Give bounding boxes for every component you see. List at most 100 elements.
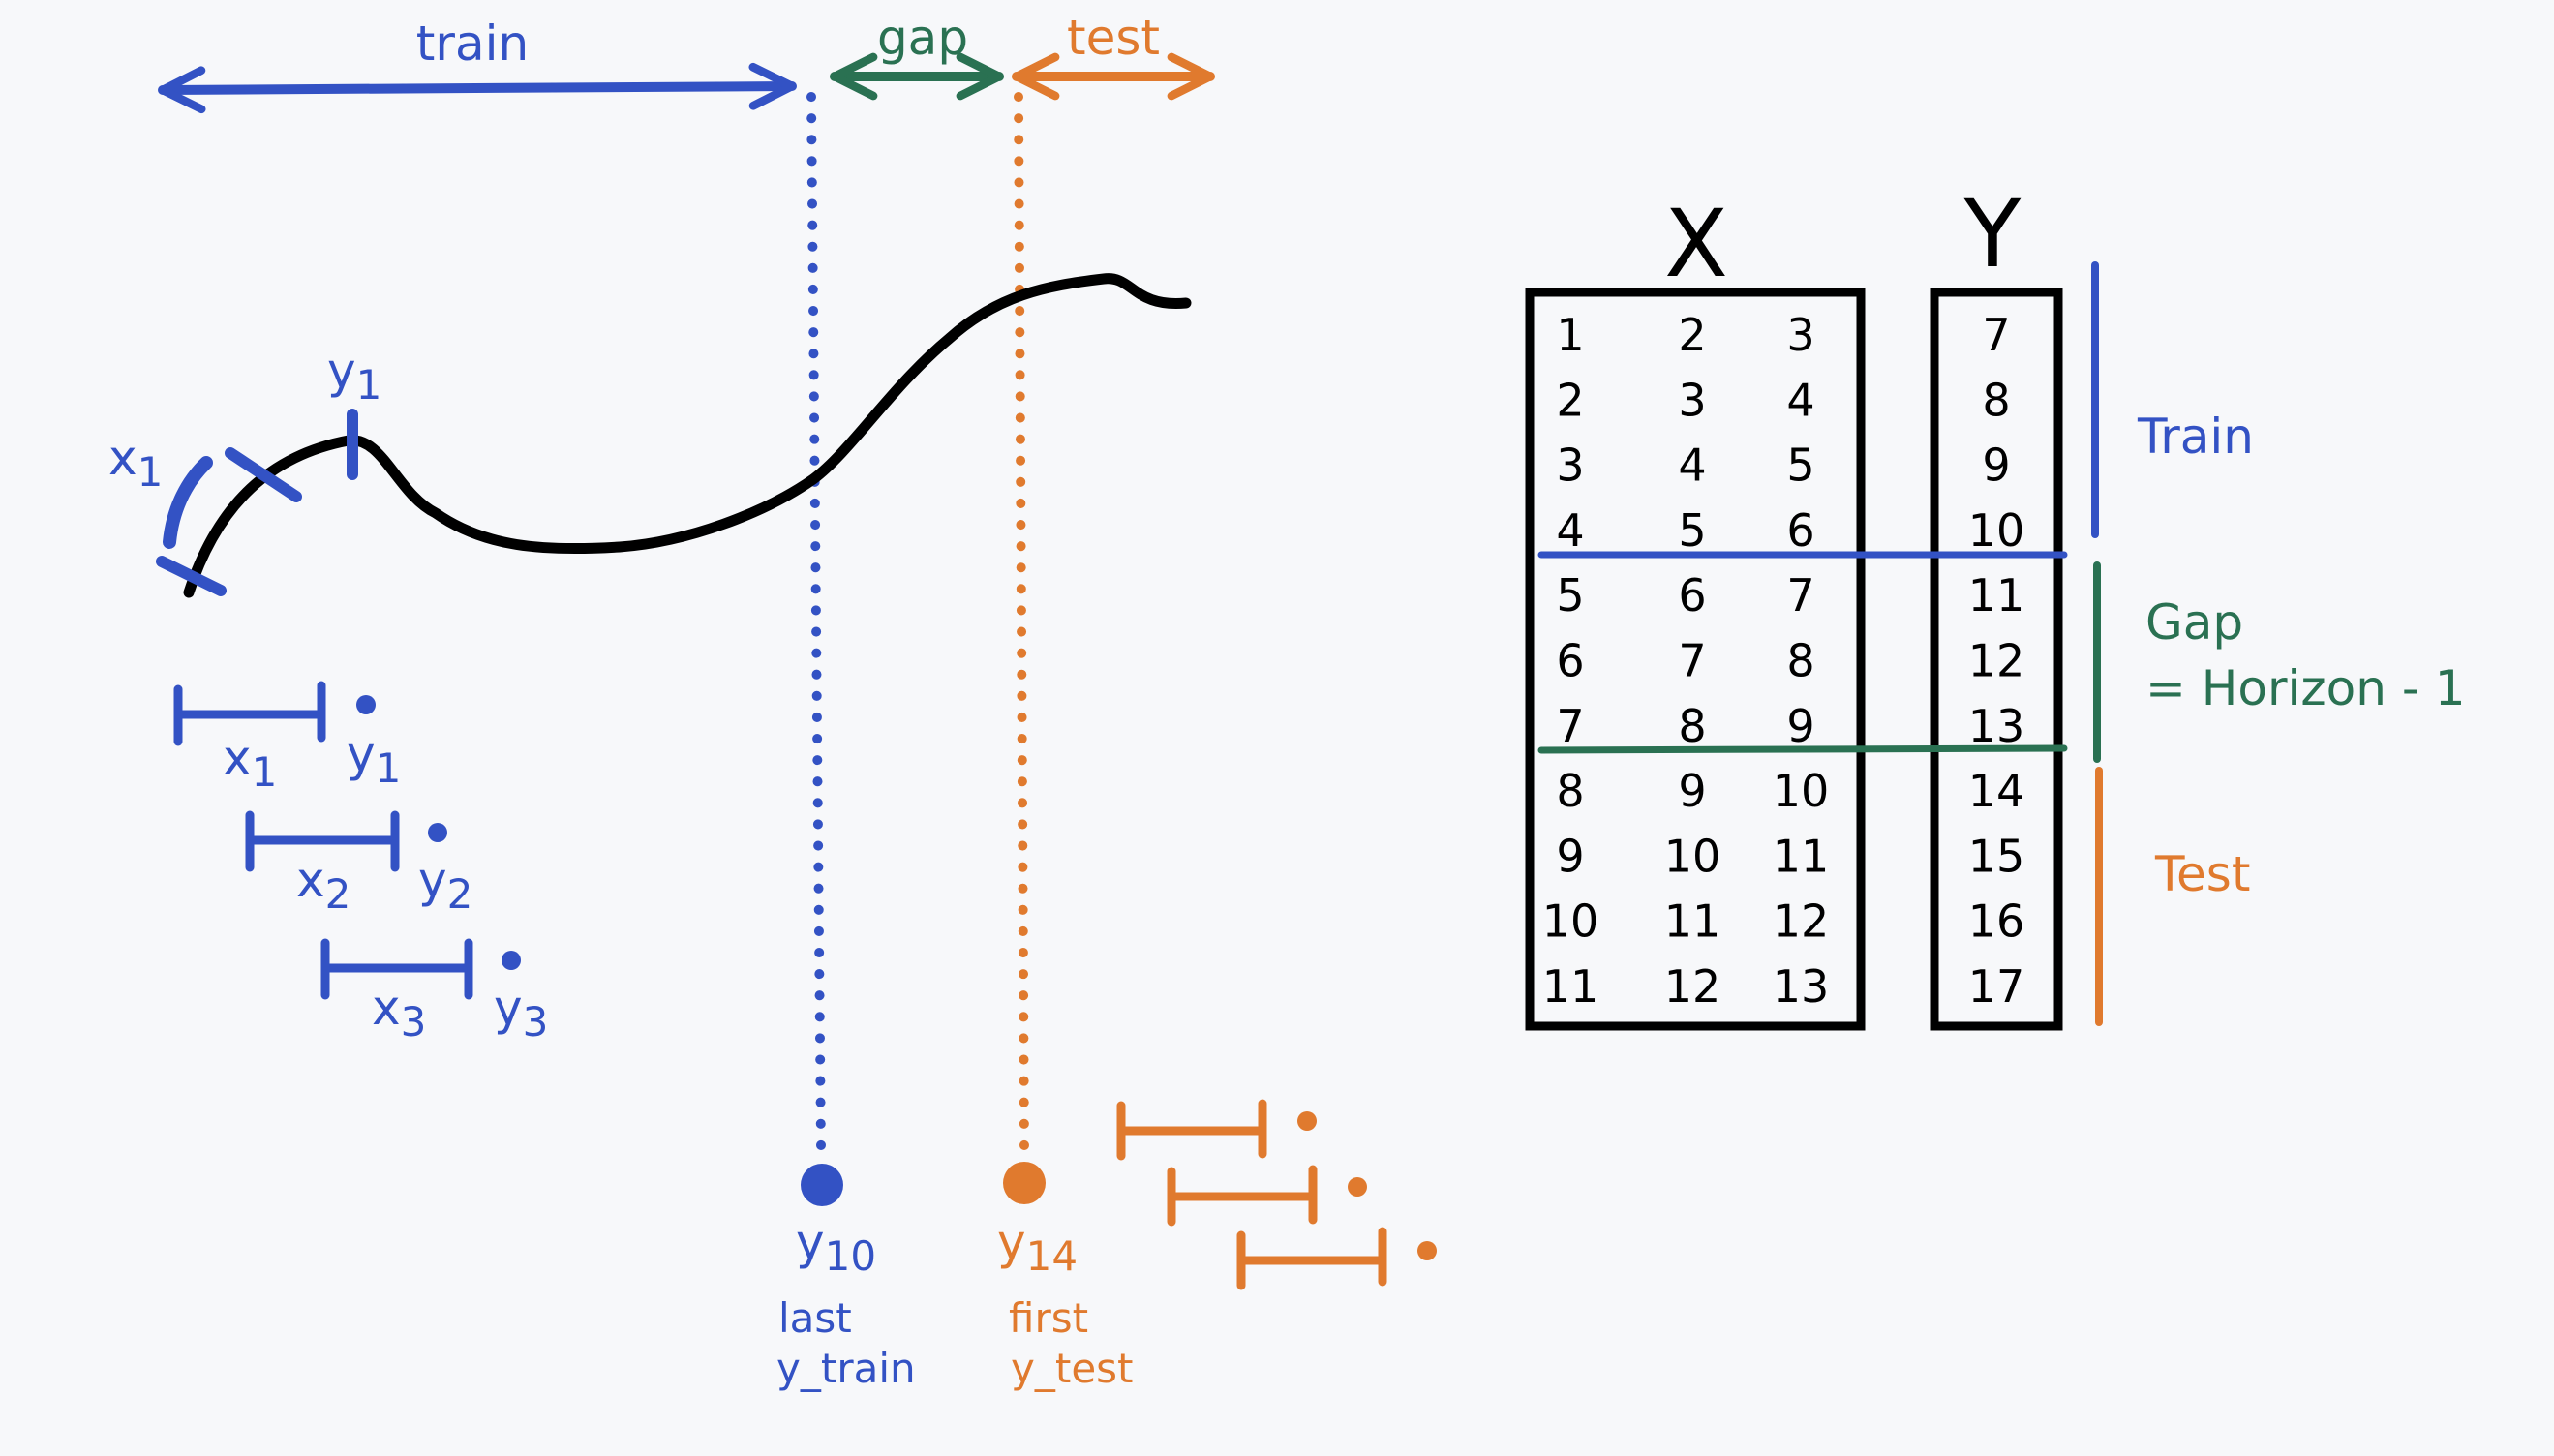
y14-label: y14	[997, 1214, 1078, 1280]
first-test-caption-line2: y_test	[1011, 1345, 1134, 1392]
x-cell: 8	[1556, 765, 1584, 817]
table-row: 8 9 10 14	[1556, 765, 2024, 817]
x-cell: 2	[1678, 309, 1706, 361]
x-cell: 4	[1678, 440, 1706, 492]
table-row: 9 10 11 15	[1556, 830, 2024, 882]
table-row: 2 3 4 8	[1556, 374, 2010, 426]
y-cell: 16	[1968, 895, 2025, 948]
x-cell: 4	[1556, 504, 1584, 557]
gap-segment-formula: = Horizon - 1	[2145, 660, 2466, 716]
table-row: 1 2 3 7	[1556, 309, 2010, 361]
y-cell: 10	[1968, 504, 2025, 557]
last-train-caption-line1: last	[778, 1294, 852, 1342]
x-cell: 11	[1664, 895, 1721, 948]
first-test-dot	[1003, 1162, 1046, 1204]
segment-legend: Train Gap = Horizon - 1 Test	[2091, 261, 2466, 1026]
y10-label: y10	[796, 1214, 876, 1280]
time-series-curve	[183, 273, 1192, 598]
train-windows: x1 y1 x2 y2 x3 y3	[173, 681, 548, 1046]
last-train-marker: y10 last y_train	[776, 1164, 916, 1392]
test-window-3	[1236, 1227, 1437, 1290]
x-cell: 5	[1556, 569, 1584, 622]
x-cell: 9	[1556, 830, 1584, 882]
x-cell: 1	[1556, 309, 1584, 361]
x-cell: 3	[1786, 309, 1814, 361]
y-cell: 9	[1982, 440, 2010, 492]
window-3-y-label: y3	[494, 980, 548, 1046]
gap-test-divider	[1537, 744, 2068, 754]
x1-curve-label: x1	[108, 430, 163, 496]
y-cell: 15	[1968, 830, 2025, 882]
y-cell: 12	[1968, 635, 2025, 687]
table-row: 6 7 8 12	[1556, 635, 2024, 687]
train-segment-label: Train	[2137, 409, 2254, 465]
gap-segment-label: Gap	[2145, 594, 2243, 651]
test-windows	[1116, 1099, 1437, 1290]
window-1-x-label: x1	[223, 730, 277, 796]
y-cell: 7	[1982, 309, 2010, 361]
x-column-header: X	[1664, 190, 1728, 298]
x-matrix-box	[1525, 288, 1866, 1031]
x-cell: 12	[1664, 960, 1721, 1013]
x-cell: 11	[1773, 830, 1830, 882]
x-cell: 6	[1786, 504, 1814, 557]
x-cell: 2	[1556, 374, 1584, 426]
curve-annotations: x1 y1	[108, 343, 381, 596]
x1-end-tick	[225, 447, 302, 502]
x-cell: 10	[1542, 895, 1599, 948]
x-cell: 9	[1678, 765, 1706, 817]
x-cell: 12	[1773, 895, 1830, 948]
x-cell: 7	[1678, 635, 1706, 687]
table-row: 4 5 6 10	[1556, 504, 2024, 557]
table-row: 10 11 12 16	[1542, 895, 2025, 948]
x1-start-tick	[156, 556, 227, 596]
y-column-header: Y	[1963, 180, 2022, 288]
y1-curve-label: y1	[327, 343, 381, 409]
x-cell: 6	[1556, 635, 1584, 687]
window-2-y-label: y2	[418, 852, 472, 918]
train-timeline-label: train	[416, 15, 529, 72]
x-cell: 5	[1786, 440, 1814, 492]
window-1-y-label: y1	[347, 726, 401, 792]
train-split-line	[806, 92, 826, 1152]
y-cell: 11	[1968, 569, 2025, 622]
x-cell: 7	[1556, 700, 1584, 752]
x-cell: 10	[1664, 830, 1721, 882]
x-cell: 6	[1678, 569, 1706, 622]
window-2: x2 y2	[245, 810, 472, 918]
y-vector-box	[1930, 288, 2063, 1031]
x-cell: 8	[1786, 635, 1814, 687]
x-cell: 10	[1773, 765, 1830, 817]
y-cell: 17	[1968, 960, 2025, 1013]
last-train-dot	[801, 1164, 843, 1206]
x-cell: 8	[1678, 700, 1706, 752]
y-cell: 8	[1982, 374, 2010, 426]
timeline: train gap test	[158, 10, 1215, 114]
test-timeline-label: test	[1067, 10, 1160, 66]
y-cell: 13	[1968, 700, 2025, 752]
gap-timeline-label: gap	[877, 10, 968, 66]
last-train-caption-line2: y_train	[776, 1345, 916, 1392]
y-cell: 14	[1968, 765, 2025, 817]
x-cell: 9	[1786, 700, 1814, 752]
train-arrow	[158, 62, 797, 114]
table-row: 5 6 7 11	[1556, 569, 2024, 622]
test-segment-label: Test	[2154, 846, 2250, 902]
x1-window-bracket	[163, 456, 213, 549]
window-1: x1 y1	[173, 681, 401, 796]
window-3-x-label: x3	[372, 980, 426, 1046]
first-test-caption-line1: first	[1009, 1294, 1088, 1342]
first-test-marker: y14 first y_test	[997, 1162, 1134, 1392]
test-window-2	[1167, 1165, 1367, 1227]
x-cell: 7	[1786, 569, 1814, 622]
x-cell: 3	[1678, 374, 1706, 426]
x-cell: 5	[1678, 504, 1706, 557]
window-3: x3 y3	[320, 938, 548, 1046]
x-cell: 4	[1786, 374, 1814, 426]
table-row: 7 8 9 13	[1556, 700, 2024, 752]
